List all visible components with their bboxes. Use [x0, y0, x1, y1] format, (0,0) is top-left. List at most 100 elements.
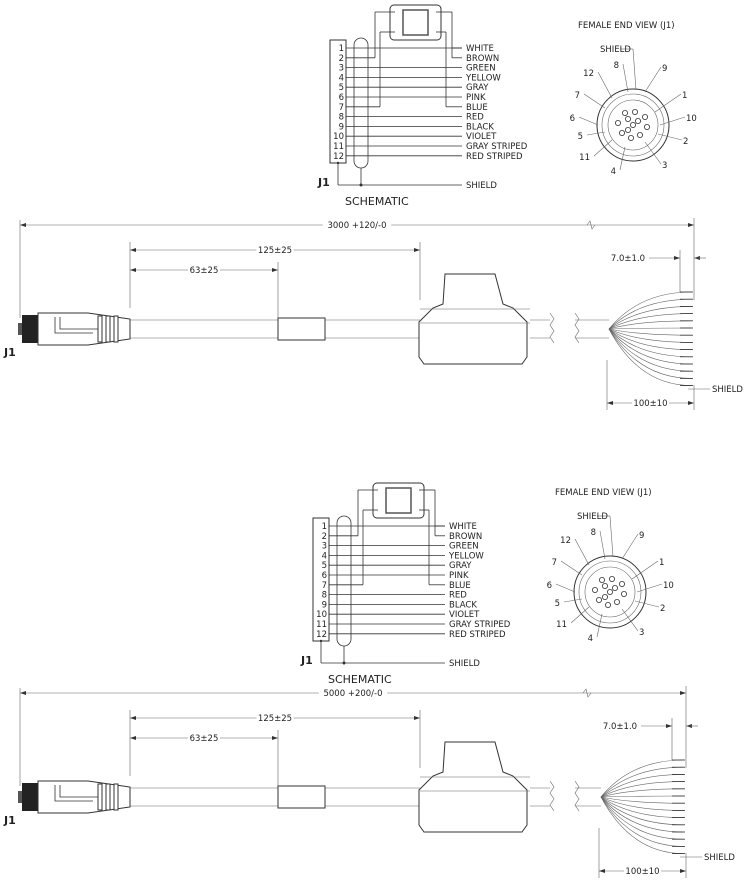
strip-dim-bg [601, 721, 641, 731]
pin-socket [619, 129, 626, 136]
pin-leader [654, 93, 682, 113]
cable-break-symbol [574, 780, 580, 812]
connector-rib [113, 783, 119, 811]
pin-socket [605, 601, 612, 608]
pin-label: 8 [591, 528, 596, 538]
end-view-shield-label: SHIELD [577, 512, 608, 522]
pin-leader [634, 600, 660, 608]
pin-socket [596, 596, 603, 603]
coupling-nut [22, 783, 38, 811]
lead-length-dim-label: 100±10 [633, 399, 667, 409]
pin-label: 8 [614, 61, 619, 71]
heat-shrink-sleeve [277, 785, 326, 809]
connector-grip [54, 317, 98, 334]
overall-length-dim-label: 5000 +200/-0 [323, 689, 382, 699]
pin-label: 10 [686, 114, 697, 124]
overall-length-dim-arrow-right [680, 691, 686, 695]
pin-leader [560, 560, 583, 576]
strip-length-dim-label: 7.0±1.0 [611, 254, 645, 264]
strip-dim-arrow [674, 256, 680, 260]
connector-rib [105, 783, 111, 811]
overall-length-dim-arrow-left [20, 691, 26, 695]
block-distance-dim-arrow-right [414, 248, 420, 252]
pin-socket [602, 594, 609, 601]
pin-leader [593, 139, 613, 157]
overall-length-dim-label: 3000 +120/-0 [327, 221, 386, 231]
overall-length-dim-label-bg [318, 688, 388, 698]
wire-color-label: GRAY [449, 561, 472, 571]
cable-j1-label: J1 [3, 346, 16, 359]
pin-socket [644, 124, 651, 131]
pin-leader [563, 598, 583, 603]
wire-color-label: GREEN [449, 542, 479, 552]
pin-socket [622, 110, 629, 117]
schematic-title: SCHEMATIC [345, 195, 409, 208]
wire-color-label: RED [466, 113, 484, 123]
pin-number: 9 [322, 600, 327, 610]
shield-label: SHIELD [449, 659, 480, 669]
pin-leader [570, 606, 590, 624]
pin-label: 12 [583, 69, 594, 79]
wire-color-label: BLUE [449, 581, 471, 591]
end-view-shield-label: SHIELD [600, 45, 631, 55]
overall-length-dim-arrow-left [20, 223, 26, 227]
strip-dim-bg [609, 253, 649, 263]
conductor-lead [608, 328, 693, 379]
pin-socket [602, 583, 609, 590]
pin-socket [637, 131, 644, 138]
connector-face-ring [578, 560, 642, 624]
connector-face-outer [573, 555, 647, 629]
pin-number: 4 [322, 551, 327, 561]
cable-j1-label: J1 [3, 814, 16, 827]
pin-leader [597, 71, 613, 99]
pin-leader [619, 146, 626, 171]
wire-color-label: GRAY [466, 83, 489, 93]
cable-break-symbol [549, 312, 555, 344]
wire-color-label: WHITE [466, 44, 494, 54]
cable-shield-label: SHIELD [704, 853, 735, 863]
connector-face-outer [596, 88, 670, 162]
conductor-lead [608, 306, 693, 330]
sleeve-distance-dim-arrow-right [272, 736, 278, 740]
pin-number: 6 [339, 93, 344, 103]
lead-length-dim-arrow-right [680, 869, 686, 873]
pin-label: 7 [552, 558, 557, 568]
lead-length-dim-arrow-left [607, 401, 613, 405]
junction-dot [359, 183, 363, 187]
shield-leader [609, 515, 614, 558]
cable-assembly: 3000 +120/-0125±2563±257.0±1.0100±10J1SH… [3, 218, 743, 410]
conductor-lead [600, 796, 685, 826]
pin-label: 4 [611, 167, 616, 177]
conductor-lead [608, 328, 693, 336]
connector-grip [54, 785, 98, 802]
cable-shield-label: SHIELD [712, 385, 743, 395]
pin-number: 9 [339, 122, 344, 132]
pin-socket [615, 120, 622, 127]
pin-label: 1 [659, 558, 664, 568]
pin-label: 2 [660, 604, 665, 614]
pin-socket [625, 127, 632, 134]
block-distance-dim-label: 125±25 [258, 714, 292, 724]
j1-label: J1 [300, 654, 313, 667]
wire-color-label: BROWN [466, 54, 499, 64]
break-symbol [582, 688, 592, 698]
pin-label: 3 [662, 161, 667, 171]
pin-leader [636, 583, 663, 593]
heat-shrink-sleeve [277, 317, 326, 341]
lead-length-dim-label-bg [631, 398, 670, 408]
wire-color-label: BROWN [449, 532, 482, 542]
pin-label: 6 [547, 581, 552, 591]
pin-number: 1 [322, 522, 327, 532]
molded-splice-block [418, 741, 528, 833]
wire-color-label: BLACK [449, 600, 477, 610]
pin-number: 1 [339, 44, 344, 54]
schematic-title: SCHEMATIC [328, 673, 392, 686]
pin-number: 2 [322, 532, 327, 542]
pin-label: 2 [683, 137, 688, 147]
lead-length-dim-arrow-right [688, 401, 694, 405]
connector-rib [97, 783, 103, 811]
conductor-lead [608, 328, 693, 372]
pin-leader [583, 93, 606, 109]
pin-socket [621, 591, 628, 598]
